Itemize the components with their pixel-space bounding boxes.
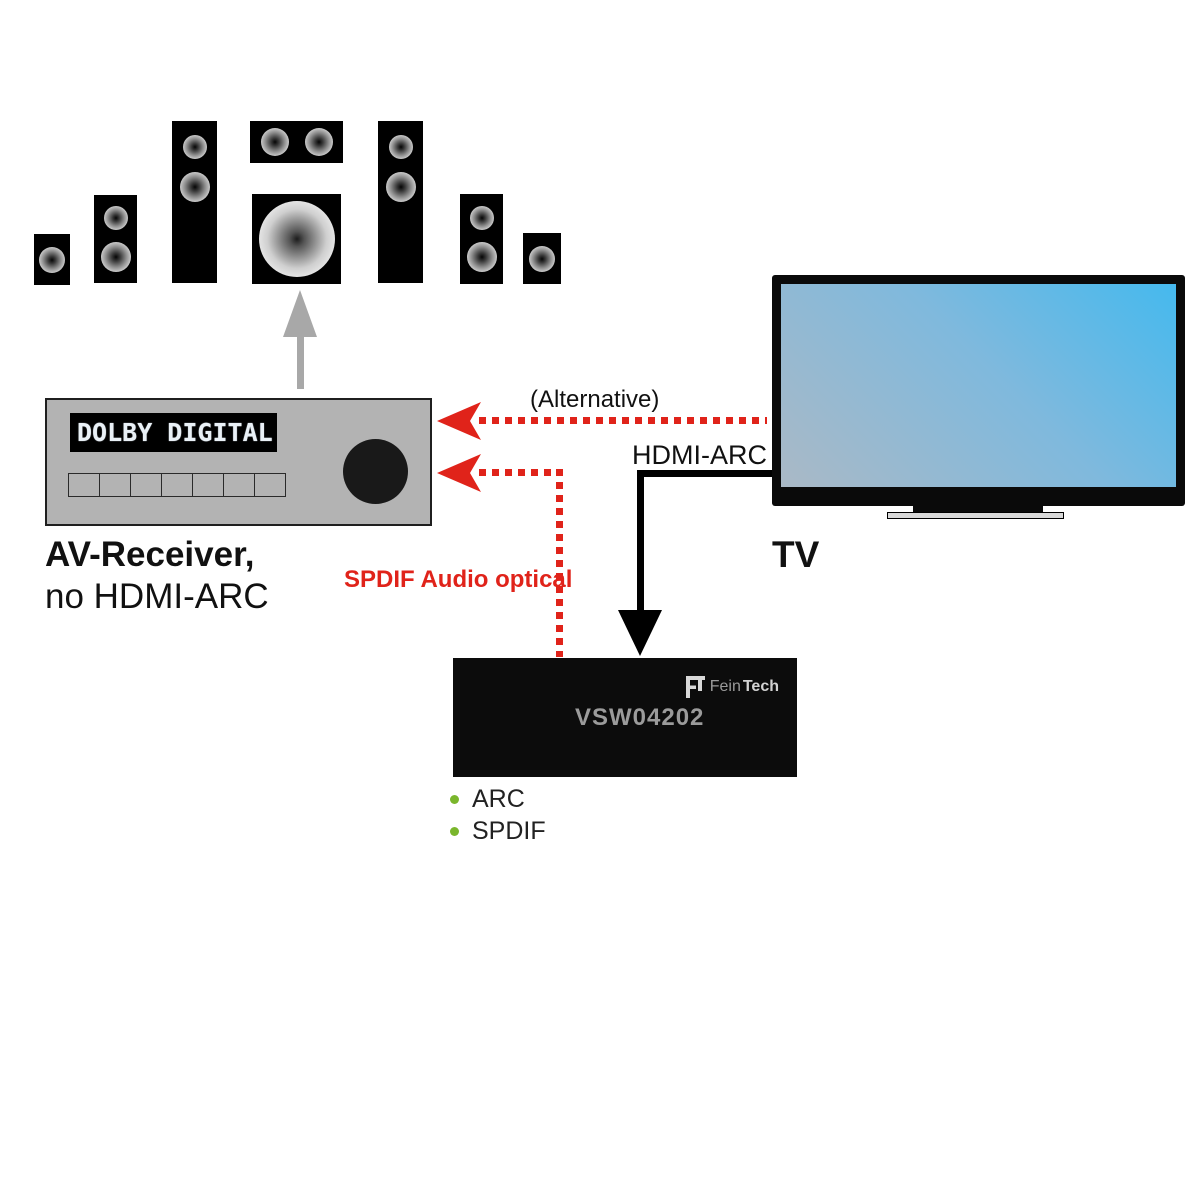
hdmi-cable-line-horizontal <box>637 470 772 477</box>
bullet-dot-icon <box>450 794 459 804</box>
red-left-arrowhead-icon <box>437 402 481 440</box>
list-item: SPDIF <box>450 815 546 847</box>
receiver-display: DOLBY DIGITAL <box>70 413 277 452</box>
tv-label: TV <box>772 534 820 575</box>
bullet-dot-icon <box>450 826 459 836</box>
device-model-label: VSW04202 <box>575 704 705 731</box>
tv-stand-base <box>887 512 1064 519</box>
subwoofer-icon <box>252 194 341 284</box>
speaker-driver <box>182 135 207 159</box>
receiver-button <box>130 473 162 497</box>
device-port-list: ARC SPDIF <box>450 783 546 847</box>
receiver-button <box>68 473 100 497</box>
speaker-driver <box>39 246 65 273</box>
speaker-right-tower-icon <box>378 121 423 283</box>
speaker-driver <box>260 128 289 156</box>
alternative-cable-dotted-line <box>479 417 767 424</box>
speaker-driver <box>388 135 413 159</box>
receiver-button-row <box>68 473 286 497</box>
tv-stand-neck <box>913 505 1043 514</box>
speaker-right-small-icon <box>523 233 561 284</box>
speaker-driver <box>529 245 555 272</box>
receiver-button <box>99 473 131 497</box>
list-item: ARC <box>450 783 546 815</box>
speaker-center-icon <box>250 121 343 163</box>
tv-screen <box>781 284 1176 487</box>
speaker-left-medium-icon <box>94 195 137 283</box>
port-label: ARC <box>472 784 525 813</box>
audio-flow-arrow-stem <box>297 333 304 389</box>
receiver-label-line2: no HDMI-ARC <box>45 577 269 616</box>
spdif-cable-dotted-line-vertical <box>556 469 563 657</box>
av-receiver: DOLBY DIGITAL <box>45 398 432 526</box>
alternative-connection-label: (Alternative) <box>530 386 660 413</box>
speaker-left-tower-icon <box>172 121 217 283</box>
port-label: SPDIF <box>472 816 546 845</box>
red-left-arrowhead-icon <box>437 454 481 492</box>
receiver-button <box>254 473 286 497</box>
black-down-arrowhead-icon <box>618 610 662 656</box>
tv <box>772 275 1185 506</box>
speaker-driver <box>304 128 333 156</box>
receiver-button <box>161 473 193 497</box>
speaker-driver <box>466 242 497 272</box>
feintech-monogram-icon: FT <box>685 676 705 698</box>
speaker-driver <box>100 242 131 272</box>
speaker-right-medium-icon <box>460 194 503 284</box>
receiver-button <box>192 473 224 497</box>
receiver-label-line1: AV-Receiver, <box>45 535 255 574</box>
hdmi-cable-line-vertical <box>637 470 644 612</box>
speaker-left-small-icon <box>34 234 70 285</box>
speaker-driver <box>179 172 210 202</box>
brand-name-bold: Tech <box>742 678 779 695</box>
receiver-button <box>223 473 255 497</box>
volume-knob-icon <box>343 439 408 504</box>
brand-name-regular: Fein <box>709 678 741 695</box>
speaker-driver <box>469 206 494 230</box>
hdmi-arc-cable-label: HDMI-ARC <box>632 440 767 470</box>
up-arrow-icon <box>283 290 317 337</box>
speaker-driver <box>103 206 128 230</box>
speaker-driver <box>385 172 416 202</box>
subwoofer-driver <box>258 201 335 277</box>
spdif-cable-dotted-line-horizontal <box>479 469 563 476</box>
spdif-cable-label: SPDIF Audio optical <box>344 566 573 593</box>
